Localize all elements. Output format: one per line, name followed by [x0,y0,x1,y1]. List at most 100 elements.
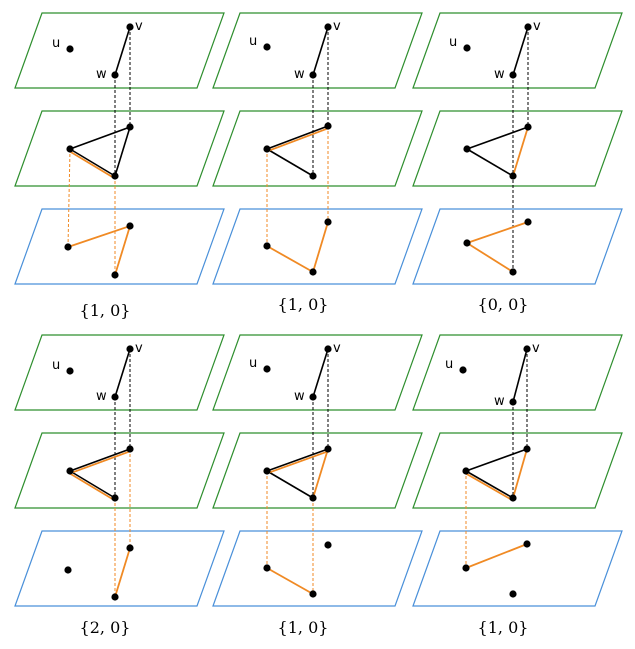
edge-black [512,348,528,403]
edge-black [465,448,528,472]
vertex-m1 [66,145,74,153]
top-plane [14,12,225,89]
edge-orange [312,221,329,273]
vertex-v [524,23,532,31]
edge-orange [465,543,528,569]
edge-orange [267,127,330,152]
vertex-b2 [324,541,332,549]
vertex-label-v: v [135,19,143,34]
edge-black [266,448,329,472]
edge-black [69,126,131,150]
vertex-label-w: w [294,389,305,404]
edge-orange [312,448,329,499]
vertex-b3 [111,593,119,601]
vertex-b2 [324,218,332,226]
edge-black [114,348,131,398]
top-plane [212,12,423,89]
vertex-b1 [263,564,271,572]
vertex-m2 [126,123,134,131]
vertex-m1 [462,467,470,475]
edge-black [69,470,116,499]
dotted-projection [67,148,71,248]
vertex-w [509,398,517,406]
edge-orange [512,448,528,499]
vertex-b2 [126,222,134,230]
vertex-b3 [309,590,317,598]
edge-black [466,148,514,177]
edge-black [69,448,131,472]
bottom-plane [412,208,623,285]
bottom-plane [14,530,225,607]
vertex-u [263,365,271,373]
vertex-m1 [263,145,271,153]
vertex-label-u: u [445,357,453,372]
vertex-w [309,71,317,79]
vertex-b1 [64,243,72,251]
panel-caption: {1, 0} [278,295,329,314]
vertex-b1 [462,564,470,572]
vertex-b3 [309,268,317,276]
bottom-plane [412,530,623,607]
edge-orange [68,472,115,501]
panel-6: uvw{1, 0} [412,334,623,637]
panel-5: uvw{1, 0} [212,334,423,637]
vertex-u [459,366,467,374]
vertex-w [509,71,517,79]
vertex-w [111,71,119,79]
panel-2: uvw{1, 0} [212,12,423,314]
vertex-m1 [463,145,471,153]
panel-4: uvw{2, 0} [14,334,225,637]
edge-orange [70,450,132,474]
top-plane [14,334,225,411]
vertex-w [309,393,317,401]
panel-1: uvw{1, 0} [14,12,225,320]
vertex-v [126,345,134,353]
vertex-label-v: v [135,341,143,356]
vertex-b3 [509,268,517,276]
edge-orange [512,126,529,177]
vertex-b2 [524,218,532,226]
edge-black [312,348,329,398]
edge-orange [267,450,330,474]
vertex-m2 [523,445,531,453]
vertex-b2 [523,540,531,548]
vertex-label-w: w [494,67,505,82]
vertex-m3 [309,494,317,502]
vertex-u [66,45,74,53]
vertex-label-u: u [249,34,257,49]
vertex-u [66,367,74,375]
panel-caption: {1, 0} [478,618,529,637]
vertex-m2 [126,445,134,453]
bottom-plane [212,530,423,607]
vertex-m2 [324,122,332,130]
vertex-m3 [111,172,119,180]
middle-plane [412,110,623,187]
bottom-plane [212,208,423,285]
edge-black [266,470,314,499]
edge-black [114,26,131,76]
edge-black [69,148,116,177]
vertex-label-u: u [52,36,60,51]
middle-plane [212,110,423,187]
top-plane [212,334,423,411]
edge-orange [266,245,314,273]
edge-orange [466,242,514,273]
vertex-label-u: u [52,358,60,373]
vertex-label-v: v [333,341,341,356]
vertex-m1 [66,467,74,475]
panel-caption: {2, 0} [80,618,131,637]
vertex-b1 [64,566,72,574]
vertex-v [523,345,531,353]
edge-orange [114,225,131,276]
bottom-plane [14,208,225,285]
vertex-w [111,393,119,401]
edge-black [114,126,131,177]
vertex-label-v: v [533,19,541,34]
vertex-b3 [111,271,119,279]
vertex-label-v: v [532,341,540,356]
vertex-v [126,23,134,31]
panel-caption: {1, 0} [80,301,131,320]
top-plane [412,334,623,411]
top-plane [412,12,623,89]
